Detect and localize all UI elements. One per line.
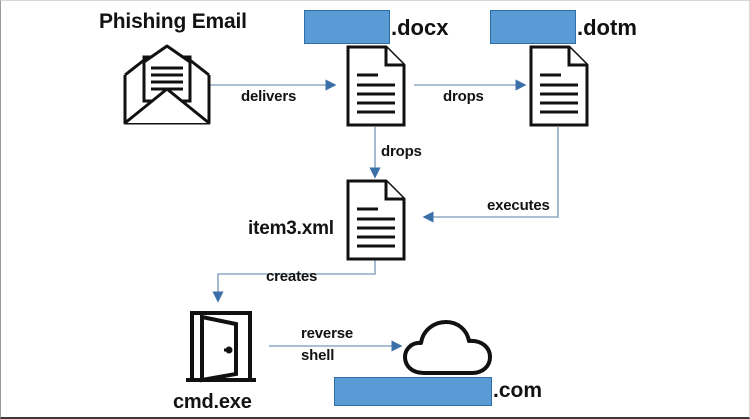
edge-label-creates: creates	[266, 268, 318, 285]
dotm-extension-label: .dotm	[577, 15, 637, 40]
item3-xml-document-icon	[346, 179, 406, 261]
edge-label-reverse-shell-line1: reverse	[301, 325, 353, 342]
item3-xml-label: item3.xml	[248, 218, 334, 239]
phishing-email-label: Phishing Email	[99, 10, 247, 33]
edge-label-drops-item3: drops	[381, 143, 422, 160]
edge-label-drops-dotm: drops	[443, 88, 484, 105]
door-icon	[186, 311, 256, 383]
docx-filename-redaction	[304, 10, 390, 44]
edge-executes-arrow	[422, 127, 559, 223]
cmd-exe-label: cmd.exe	[173, 391, 252, 413]
edge-label-delivers: delivers	[241, 88, 297, 105]
edge-label-reverse-shell-line2: shell	[301, 347, 335, 364]
docx-document-icon	[346, 45, 406, 127]
c2-domain-extension-label: .com	[493, 379, 543, 402]
c2-domain-redaction	[334, 377, 492, 406]
dotm-document-icon	[529, 45, 589, 127]
docx-extension-label: .docx	[391, 15, 449, 40]
dotm-filename-redaction	[490, 10, 576, 44]
edge-label-executes: executes	[487, 197, 550, 214]
cloud-icon	[403, 320, 492, 375]
envelope-icon	[123, 44, 211, 125]
edge-creates-arrow	[212, 259, 376, 303]
